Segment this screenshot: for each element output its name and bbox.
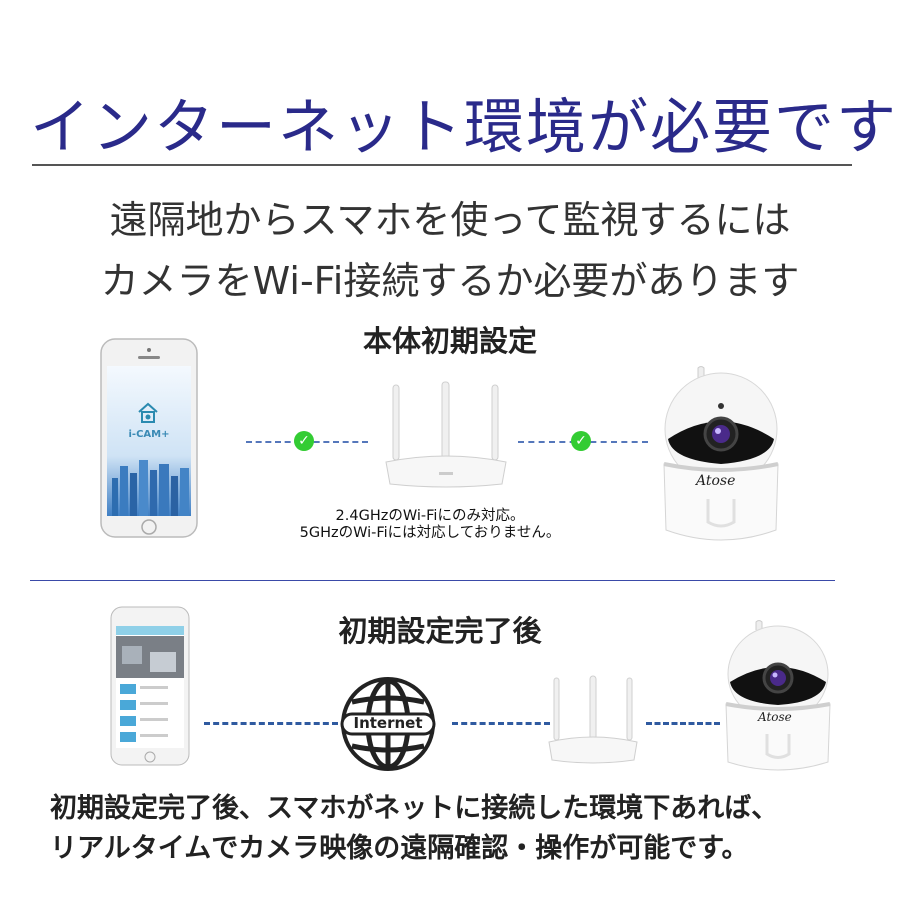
security-camera-image: [658, 364, 784, 550]
smartphone-image: [100, 338, 198, 538]
camera-brand-logo: Atose: [696, 473, 736, 489]
subtitle-line-2: カメラをWi-Fi接続するか必要があります: [100, 259, 800, 303]
internet-label: Internet: [353, 714, 423, 732]
smartphone-app-screen-image: [110, 606, 190, 766]
bottom-description-line-1: 初期設定完了後、スマホがネットに接続した環境下あれば、: [50, 793, 779, 824]
subtitle-line-1: 遠隔地からスマホを使って監視するには: [109, 198, 791, 242]
page-title: インターネット環境が必要です: [30, 93, 898, 163]
wifi-note-line-2: 5GHzのWi-Fiには対応しておりません。: [299, 525, 561, 541]
bottom-description-line-2: リアルタイムでカメラ映像の遠隔確認・操作が可能です。: [50, 833, 749, 864]
wifi-note-line-1: 2.4GHzのWi-Fiにのみ対応。: [335, 508, 525, 524]
connection-line-internet-router: [452, 722, 550, 725]
check-icon: ✓: [294, 431, 314, 451]
section-after-setup-label: 初期設定完了後: [338, 614, 542, 648]
app-name-label: i-CAM+: [128, 429, 170, 440]
connection-line-phone-internet: [204, 722, 338, 725]
security-camera-image: [722, 618, 834, 778]
title-underline: [32, 164, 852, 166]
section-initial-setup-label: 本体初期設定: [362, 324, 537, 358]
wifi-router-image: [548, 674, 638, 766]
camera-brand-logo: Atose: [758, 710, 792, 724]
section-divider: [30, 580, 835, 581]
check-icon: ✓: [571, 431, 591, 451]
internet-globe-icon: [338, 674, 438, 774]
wifi-router-image: [384, 380, 509, 490]
connection-line-router-camera-2: [646, 722, 720, 725]
app-home-icon: [136, 402, 160, 424]
